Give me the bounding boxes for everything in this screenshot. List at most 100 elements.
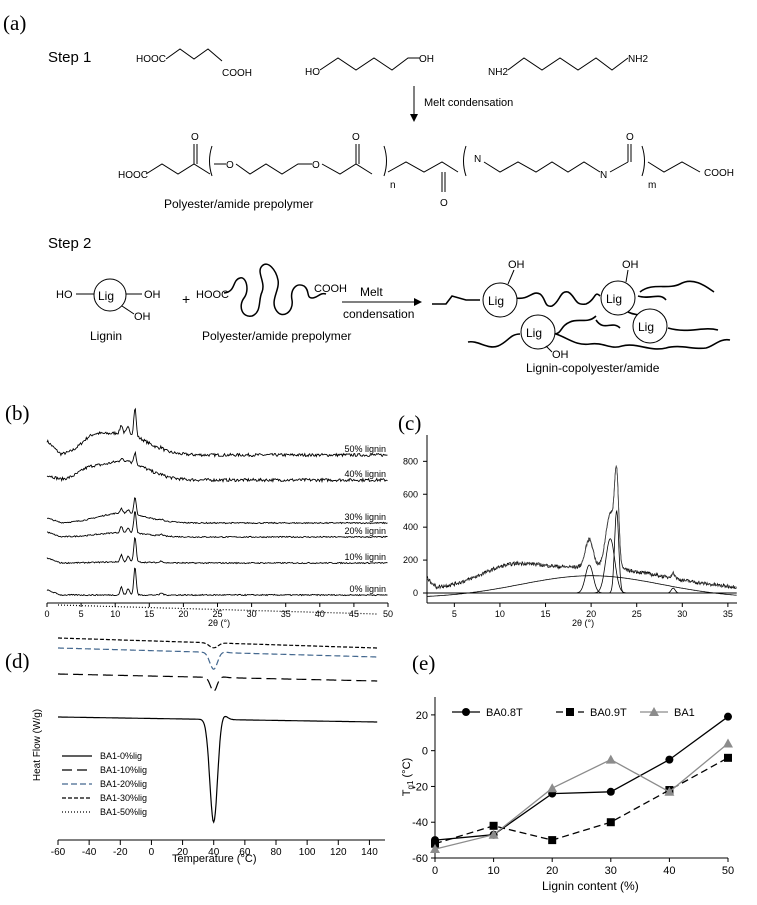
butanediol-oh: OH [419,54,434,65]
prepolymer-carbonyl-o4: O [626,132,634,143]
prepolymer2-label: Polyester/amide prepolymer [202,329,351,343]
e-data-point [664,786,675,796]
e-data-point [605,754,616,764]
e-y-tick-label: 20 [416,710,428,722]
d-x-tick-label: -40 [82,847,97,858]
product-lig-2-text: Lig [606,292,622,306]
e-series-line [434,716,729,841]
e-y-tick-label: -60 [412,853,428,865]
prepolymer-label: Polyester/amide prepolymer [164,197,313,211]
d-x-tick-label: -60 [51,847,66,858]
panel-a: (a) Step 1 HOOC COOH HO OH NH2 NH2 Melt … [3,11,734,375]
panel-a-letter: (a) [3,11,26,35]
prepolymer-ether-o2: O [312,160,320,171]
b-series-line [47,497,388,525]
product-oh-1: OH [508,259,525,271]
d-series-line [58,715,378,824]
e-legend-label: BA1 [674,707,695,719]
d-curves [58,604,378,824]
b-x-tick-label: 25 [212,609,222,619]
b-x-tick-label: 20 [178,609,188,619]
e-series-line [434,757,729,845]
prepolymer2-cooh: COOH [314,283,347,295]
e-data-point [665,755,674,764]
plus-sign: + [182,291,190,307]
c-x-tick-label: 30 [677,609,687,619]
butanediol-chain [319,57,420,71]
product-oh-3: OH [552,349,569,361]
d-x-tick-label: -20 [113,847,128,858]
c-x-tick-label: 5 [452,609,457,619]
c-x-tick-label: 15 [541,609,551,619]
e-x-label: Lignin content (%) [542,879,639,893]
lignin-lig-text: Lig [98,289,114,303]
c-amorphous-halo [427,575,737,597]
e-legend-label: BA0.8T [486,707,523,719]
lignin-circle [93,278,127,312]
d-legend-label: BA1-10%lig [100,765,147,775]
product-lig-4 [632,308,668,344]
product-network: Lig OH Lig OH Lig OH Lig [432,259,731,361]
lignin-oh-bottom: OH [134,311,151,323]
e-y-tick-label: -20 [412,781,428,793]
diamine-nh2-left: NH2 [488,67,508,78]
c-xrd-fit [426,465,737,588]
d-x-tick-label: 40 [208,847,220,858]
e-series-line [434,742,729,850]
diamine-chain [507,57,629,71]
c-x-tick-label: 35 [723,609,733,619]
product-lig-4-text: Lig [638,320,654,334]
c-x-label: 2θ (°) [572,618,594,628]
c-y-tick-label: 600 [403,489,418,499]
c-crystal-peak [427,587,737,594]
d-x-tick-label: 0 [149,847,155,858]
e-data-point [431,839,439,848]
lignin-oh-left: HO [56,289,73,301]
b-series-label: 50% lignin [344,444,386,454]
c-curves [426,465,737,597]
c-x-tick-label: 10 [495,609,505,619]
d-series-line [58,647,378,670]
e-series [430,712,733,854]
d-x-tick-label: 120 [330,847,347,858]
e-data-point [606,818,615,827]
b-x-tick-label: 45 [349,609,359,619]
e-y-label: Tg1 (°C) [401,758,415,796]
e-legend-marker [566,708,574,716]
prepolymer-sub-n: n [390,180,396,191]
lignin-label: Lignin [90,329,122,343]
succinic-chain [165,48,223,62]
c-y-tick-label: 400 [403,522,418,532]
b-series-line [46,511,388,539]
d-series-line [58,604,378,615]
d-x-tick-label: 20 [177,847,189,858]
d-x-label: Temperature (°C) [172,853,256,865]
c-xrd-raw [426,466,737,590]
e-x-tick-label: 40 [663,865,675,877]
prepolymer-carbonyl-o3: O [440,198,448,209]
product-lig-1-text: Lig [488,294,504,308]
e-data-point [724,753,732,762]
diamine-nh2-right: NH2 [628,54,648,65]
e-legend-marker [462,708,470,716]
d-series-line [58,673,378,692]
step2-label: Step 2 [48,235,91,252]
arrow-label-2b: condensation [343,307,414,321]
e-x-tick-label: 30 [605,865,617,877]
b-curves [46,407,388,597]
b-x-tick-label: 40 [315,609,325,619]
prepolymer2-hooc: HOOC [196,289,229,301]
e-data-point [430,844,440,854]
product-label: Lignin-copolyester/amide [526,361,660,375]
c-x-tick-label: 25 [632,609,642,619]
b-series-line [46,450,388,484]
e-data-point [489,821,498,830]
product-lig-1 [482,282,518,318]
butanediol-structure: HO OH [305,54,434,78]
